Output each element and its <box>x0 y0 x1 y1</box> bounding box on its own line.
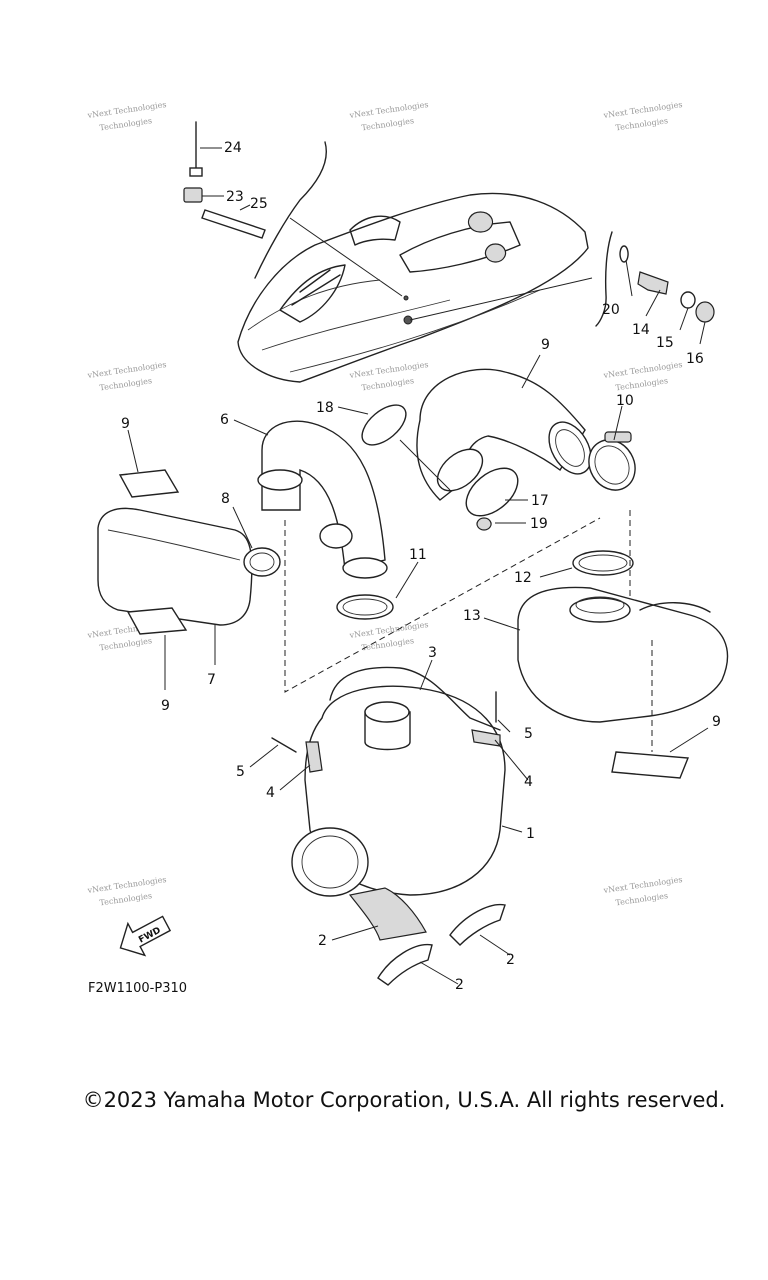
watermark: vNext Technologies <box>348 360 429 380</box>
guards-2 <box>348 887 506 986</box>
callout-9-top: 9 <box>121 416 130 432</box>
pad-13 <box>611 751 690 779</box>
watermark: Technologies <box>615 116 669 132</box>
callout-21: 16 <box>686 351 704 367</box>
plate-17 <box>361 404 407 446</box>
callout-4-left: 4 <box>266 785 275 801</box>
watermark: vNext Technologies <box>602 360 683 380</box>
callout-25: 20 <box>602 302 620 318</box>
callout-12: 13 <box>463 608 481 624</box>
callout-4-right: 4 <box>524 774 533 790</box>
nut-21 <box>695 301 715 323</box>
callout-8: 8 <box>221 491 230 507</box>
callout-20: 15 <box>656 335 674 351</box>
callout-11: 12 <box>514 570 532 586</box>
guard-2-b <box>449 903 506 946</box>
tank-12 <box>517 586 729 779</box>
callout-3: 3 <box>428 645 437 661</box>
callout-2-b: 2 <box>506 952 515 968</box>
clamp-15 <box>588 431 636 491</box>
fwd-arrow-icon: FWD <box>119 915 172 957</box>
callout-19: 14 <box>632 322 650 338</box>
copyright-notice: ©2023 Yamaha Motor Corporation, U.S.A. A… <box>82 1088 726 1112</box>
watermark: Technologies <box>99 636 153 652</box>
guard-2-c <box>377 943 433 986</box>
clip-detail-group <box>183 121 593 321</box>
callout-2-c: 2 <box>455 977 464 993</box>
duct-14-group <box>361 368 592 531</box>
rivet-5-left <box>271 737 297 753</box>
watermark: vNext Technologies <box>602 875 683 895</box>
cover-7 <box>97 507 253 626</box>
watermark: Technologies <box>615 891 669 907</box>
callout-17: 18 <box>316 400 334 416</box>
watermark: vNext Technologies <box>86 360 167 380</box>
leader-lines <box>127 147 709 985</box>
strap-3 <box>329 666 501 731</box>
callout-5-right: 5 <box>524 726 533 742</box>
band-24 <box>201 209 266 239</box>
watermark: Technologies <box>615 376 669 392</box>
callout-22: 23 <box>226 189 244 205</box>
watermark: vNext Technologies <box>348 100 429 120</box>
clamps-10-11 <box>336 550 634 620</box>
duct-6 <box>257 420 388 579</box>
fitting-19 <box>637 271 669 295</box>
callout-2-a: 2 <box>318 933 327 949</box>
watermark: Technologies <box>361 376 415 392</box>
watermark: vNext Technologies <box>86 100 167 120</box>
callout-labels: 24 23 25 20 14 15 16 9 18 10 6 9 8 17 19… <box>88 140 721 996</box>
callout-14: 9 <box>541 337 550 353</box>
callout-10: 11 <box>409 547 427 563</box>
holder-22 <box>183 187 203 203</box>
pad-9-bottom <box>126 607 188 635</box>
watermark: Technologies <box>99 891 153 907</box>
diagram-code: F2W1100-P310 <box>88 981 187 996</box>
watermark: vNext Technologies <box>86 875 167 895</box>
watermark: Technologies <box>361 116 415 132</box>
watermark: vNext Technologies <box>348 620 429 640</box>
callout-5-left: 5 <box>236 764 245 780</box>
callout-18: 19 <box>530 516 548 532</box>
callout-23: 24 <box>224 140 242 156</box>
callout-15: 10 <box>616 393 634 409</box>
callout-1: 1 <box>526 826 535 842</box>
watermark: Technologies <box>361 636 415 652</box>
assembly-lines <box>284 510 653 752</box>
watermark: Technologies <box>99 116 153 132</box>
cover-7-group <box>97 469 281 635</box>
clamp-8 <box>243 547 281 577</box>
pad-9-top <box>118 469 180 498</box>
fitting-detail-group <box>595 231 715 327</box>
callout-16: 17 <box>531 493 549 509</box>
watermark: vNext Technologies <box>602 100 683 120</box>
washer-20 <box>680 291 696 309</box>
nut-18 <box>476 517 492 531</box>
gasket-16 <box>465 467 519 517</box>
bracket-4-left <box>305 741 323 773</box>
watermark: Technologies <box>99 376 153 392</box>
callout-6: 6 <box>220 412 229 428</box>
guard-2-a <box>348 887 427 941</box>
callout-9-bottom: 9 <box>161 698 170 714</box>
watercraft-overview <box>237 192 589 383</box>
callout-24: 25 <box>250 196 268 212</box>
callout-7: 7 <box>207 672 216 688</box>
callout-13: 9 <box>712 714 721 730</box>
clip-25 <box>619 245 629 263</box>
muffler-1-group <box>271 666 506 897</box>
